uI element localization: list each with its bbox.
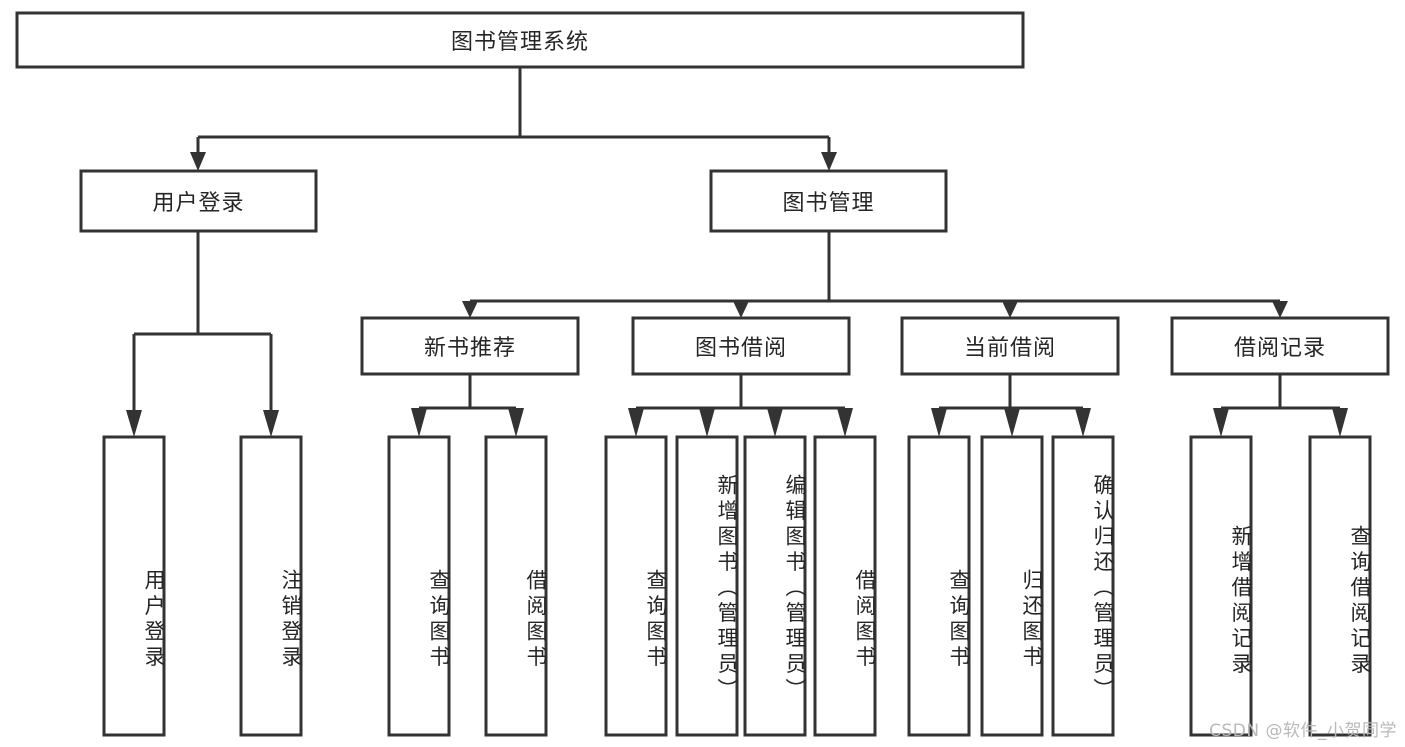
arrow-head-current-borrow xyxy=(1002,301,1018,318)
node-box-leaf-user-login-0[interactable] xyxy=(102,435,166,737)
node-box-user-login[interactable] xyxy=(79,169,318,233)
node-box-borrow-record[interactable] xyxy=(1170,316,1390,376)
node-box-leaf-new-book-1[interactable] xyxy=(484,435,548,737)
node-box-book-management[interactable] xyxy=(709,169,948,233)
arrow-head-leaf-borrow-record-0 xyxy=(1213,408,1229,437)
node-box-leaf-user-login-1[interactable] xyxy=(239,435,303,737)
arrow-head-book-borrow xyxy=(733,301,749,318)
arrow-head-new-book-recommend xyxy=(462,301,478,318)
arrow-head-leaf-user-login-1 xyxy=(263,410,279,437)
arrow-head-leaf-current-borrow-1 xyxy=(1004,408,1020,437)
node-box-leaf-borrow-record-1[interactable] xyxy=(1308,435,1372,737)
node-box-leaf-book-borrow-1[interactable] xyxy=(675,435,739,737)
node-box-leaf-current-borrow-1[interactable] xyxy=(980,435,1044,737)
node-box-current-borrow[interactable] xyxy=(900,316,1120,376)
node-box-leaf-book-borrow-3[interactable] xyxy=(813,435,877,737)
node-box-book-borrow[interactable] xyxy=(631,316,851,376)
arrow-head-user-login xyxy=(190,152,206,171)
node-box-leaf-new-book-0[interactable] xyxy=(387,435,451,737)
node-box-leaf-borrow-record-0[interactable] xyxy=(1189,435,1253,737)
arrow-head-leaf-book-borrow-1 xyxy=(699,408,715,437)
arrow-head-leaf-new-book-1 xyxy=(508,408,524,437)
arrow-head-borrow-record xyxy=(1272,301,1288,318)
arrow-head-leaf-book-borrow-0 xyxy=(628,408,644,437)
arrow-head-leaf-borrow-record-1 xyxy=(1332,408,1348,437)
node-box-leaf-current-borrow-0[interactable] xyxy=(907,435,971,737)
node-box-root[interactable] xyxy=(15,11,1025,69)
arrow-head-leaf-book-borrow-3 xyxy=(837,408,853,437)
arrow-head-leaf-new-book-0 xyxy=(411,408,427,437)
node-box-leaf-book-borrow-2[interactable] xyxy=(743,435,807,737)
arrow-head-leaf-current-borrow-0 xyxy=(931,408,947,437)
arrow-head-book-management xyxy=(821,152,837,171)
node-box-leaf-current-borrow-2[interactable] xyxy=(1051,435,1115,737)
arrow-head-leaf-user-login-0 xyxy=(126,410,142,437)
node-box-leaf-book-borrow-0[interactable] xyxy=(604,435,668,737)
watermark-text: CSDN @软件_小贺同学 xyxy=(1209,721,1397,741)
arrow-head-leaf-current-borrow-2 xyxy=(1075,408,1091,437)
arrow-head-leaf-book-borrow-2 xyxy=(767,408,783,437)
node-box-new-book-recommend[interactable] xyxy=(360,316,580,376)
